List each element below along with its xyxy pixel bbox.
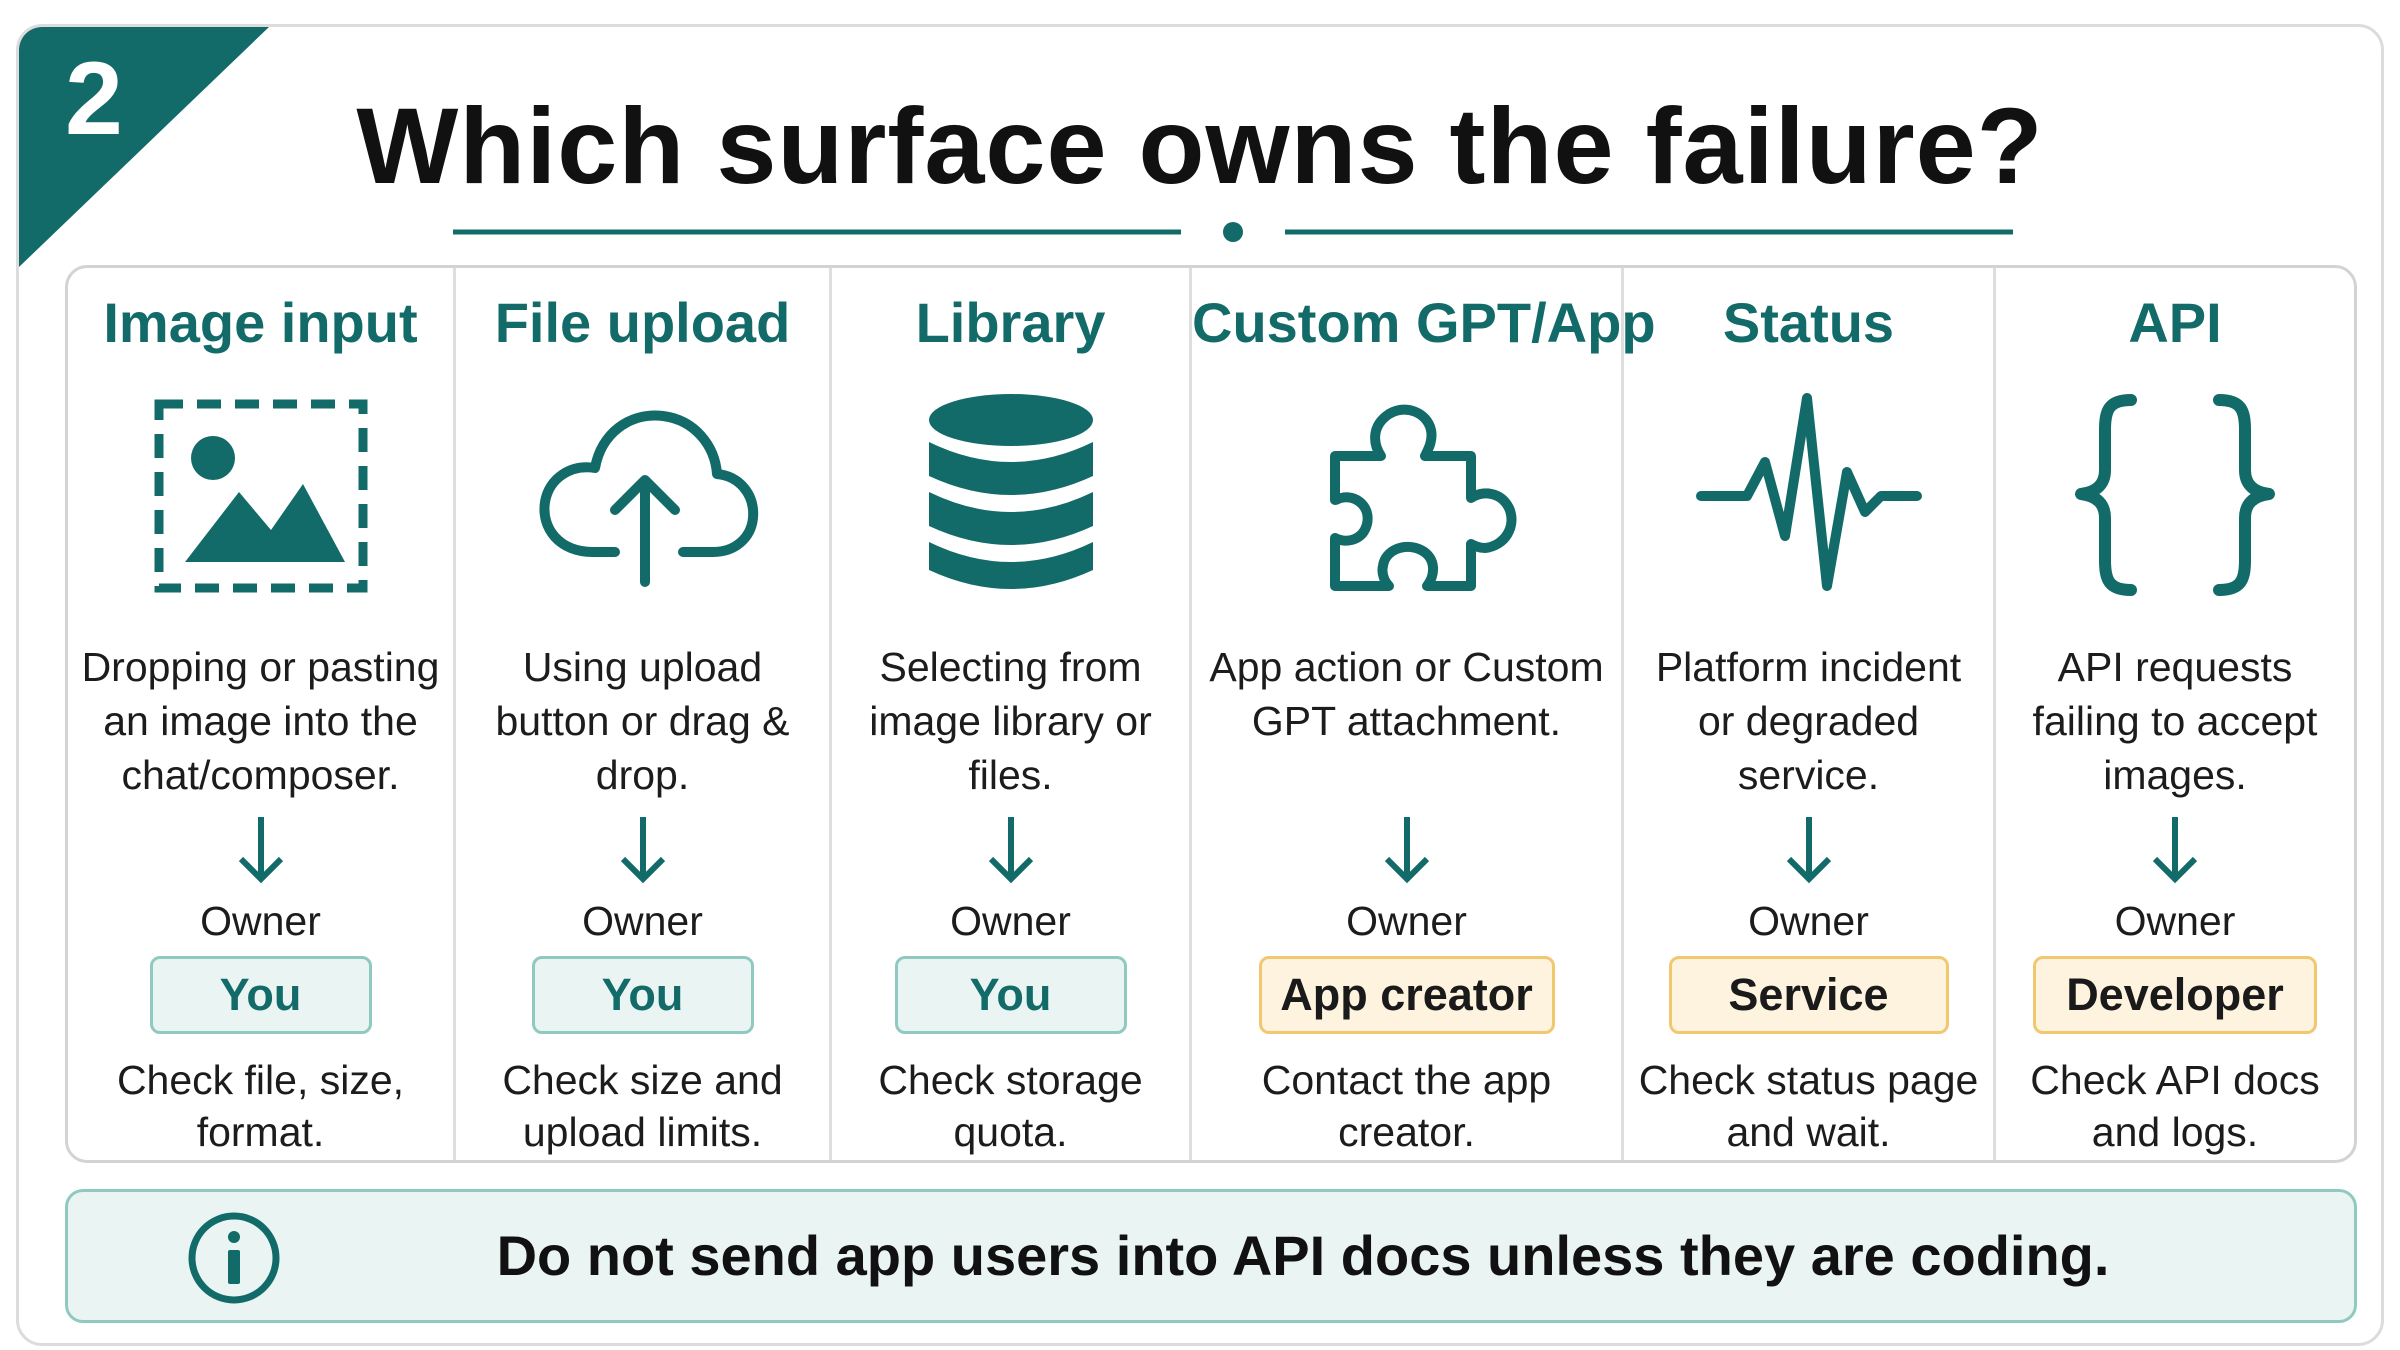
- column-description: App action or Custom GPT attachment.: [1209, 644, 1604, 744]
- column-title: Custom GPT/App: [1192, 291, 1656, 354]
- column-image-input: Image input Dropping or pasting an image…: [68, 268, 456, 1160]
- title-divider: [453, 222, 2013, 242]
- info-note-text: Do not send app users into API docs unle…: [496, 1224, 2110, 1287]
- column-action: Check storage quota.: [878, 1057, 1143, 1155]
- column-custom-gpt-app: Custom GPT/App App action or Custom GPT …: [1192, 268, 1656, 1160]
- column-file-upload: File upload Using upload button or drag …: [456, 268, 832, 1160]
- owner-badge: Developer: [2033, 956, 2317, 1034]
- column-title: Status: [1722, 291, 1895, 354]
- column-api: API API requests failing to accept image…: [1996, 268, 2354, 1160]
- surface-grid: Image input Dropping or pasting an image…: [65, 265, 2357, 1163]
- column-title: Library: [915, 291, 1106, 354]
- owner-label: Owner: [1346, 898, 1467, 944]
- owner-badge: Service: [1668, 956, 1949, 1034]
- page-title: Which surface owns the failure?: [356, 85, 2044, 206]
- curly-braces-icon: [2075, 394, 2275, 596]
- owner-badge: You: [149, 956, 372, 1034]
- column-title: API: [2128, 291, 2222, 354]
- owner-badge: App creator: [1258, 956, 1555, 1034]
- column-description: API requests failing to accept images.: [2032, 644, 2318, 798]
- info-icon: [188, 1212, 280, 1304]
- column-action: Contact the app creator.: [1261, 1057, 1552, 1155]
- column-action: Check API docs and logs.: [2030, 1057, 2320, 1155]
- column-title: Image input: [103, 291, 418, 354]
- puzzle-piece-icon: [1329, 404, 1516, 591]
- column-title: File upload: [494, 291, 791, 354]
- step-number: 2: [65, 41, 123, 157]
- column-description: Selecting from image library or files.: [869, 644, 1152, 798]
- owner-badge: You: [894, 956, 1127, 1034]
- owner-label: Owner: [2114, 898, 2236, 944]
- cloud-upload-icon: [538, 410, 758, 587]
- owner-label: Owner: [200, 898, 321, 944]
- column-library: Library Selecting from image library or …: [832, 268, 1192, 1160]
- column-description: Dropping or pasting an image into the ch…: [81, 644, 440, 798]
- pulse-icon: [1695, 393, 1922, 591]
- image-icon: [154, 399, 367, 593]
- column-description: Using upload button or drag & drop.: [495, 644, 790, 798]
- column-status: Status Platform incident or degraded ser…: [1624, 268, 1996, 1160]
- database-icon: [928, 394, 1093, 589]
- arrow-down-icon: [238, 817, 283, 884]
- arrow-down-icon: [1786, 817, 1831, 884]
- diagram-card: 2 Which surface owns the failure? Image …: [16, 24, 2384, 1346]
- owner-label: Owner: [1748, 898, 1869, 944]
- step-corner-triangle: [19, 27, 269, 267]
- column-action: Check status page and wait.: [1638, 1057, 1979, 1155]
- column-action: Check file, size, format.: [116, 1057, 405, 1155]
- column-action: Check size and upload limits.: [502, 1057, 783, 1155]
- owner-label: Owner: [582, 898, 703, 944]
- owner-badge: You: [531, 956, 754, 1034]
- arrow-down-icon: [988, 817, 1033, 884]
- arrow-down-icon: [1384, 817, 1429, 884]
- owner-label: Owner: [950, 898, 1071, 944]
- arrow-down-icon: [620, 817, 665, 884]
- info-note: Do not send app users into API docs unle…: [65, 1189, 2357, 1323]
- arrow-down-icon: [2152, 817, 2198, 884]
- column-description: Platform incident or degraded service.: [1655, 644, 1962, 798]
